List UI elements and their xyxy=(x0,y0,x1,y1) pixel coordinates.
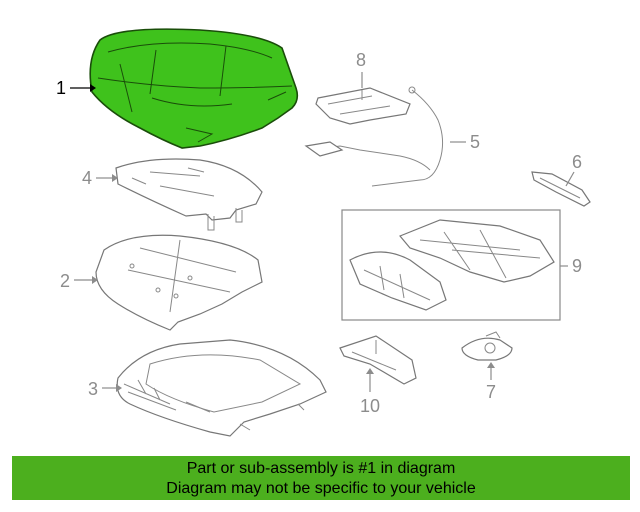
part-5-wire-harness[interactable] xyxy=(304,86,444,187)
banner-line-2: Diagram may not be specific to your vehi… xyxy=(166,480,476,497)
parts-diagram: 1 4 2 3 8 5 xyxy=(56,28,591,437)
callout-1: 1 xyxy=(56,78,66,98)
banner-line-1: Part or sub-assembly is #1 in diagram xyxy=(186,460,456,477)
callout-4: 4 xyxy=(82,168,92,188)
part-2-cushion-cover[interactable] xyxy=(95,234,263,331)
part-8-module[interactable] xyxy=(315,87,411,125)
part-4-seat-panel[interactable] xyxy=(115,158,263,231)
callout-10: 10 xyxy=(360,396,380,416)
callout-5: 5 xyxy=(470,132,480,152)
part-3-seat-frame[interactable] xyxy=(116,339,327,437)
callout-8: 8 xyxy=(356,50,366,70)
part-1-cushion-pad[interactable] xyxy=(89,28,299,149)
callout-9: 9 xyxy=(572,256,582,276)
arrow-1 xyxy=(90,84,96,92)
part-6-trim-cover[interactable] xyxy=(531,171,591,207)
callout-2: 2 xyxy=(60,271,70,291)
part-9-box xyxy=(341,209,561,321)
callout-6: 6 xyxy=(572,152,582,172)
callout-3: 3 xyxy=(88,379,98,399)
part-7-knob[interactable] xyxy=(461,331,513,361)
part-9-seat-adjuster[interactable] xyxy=(349,219,555,311)
info-banner: Part or sub-assembly is #1 in diagram Di… xyxy=(12,456,630,500)
part-10-bracket[interactable] xyxy=(339,335,417,385)
callout-7: 7 xyxy=(486,382,496,402)
